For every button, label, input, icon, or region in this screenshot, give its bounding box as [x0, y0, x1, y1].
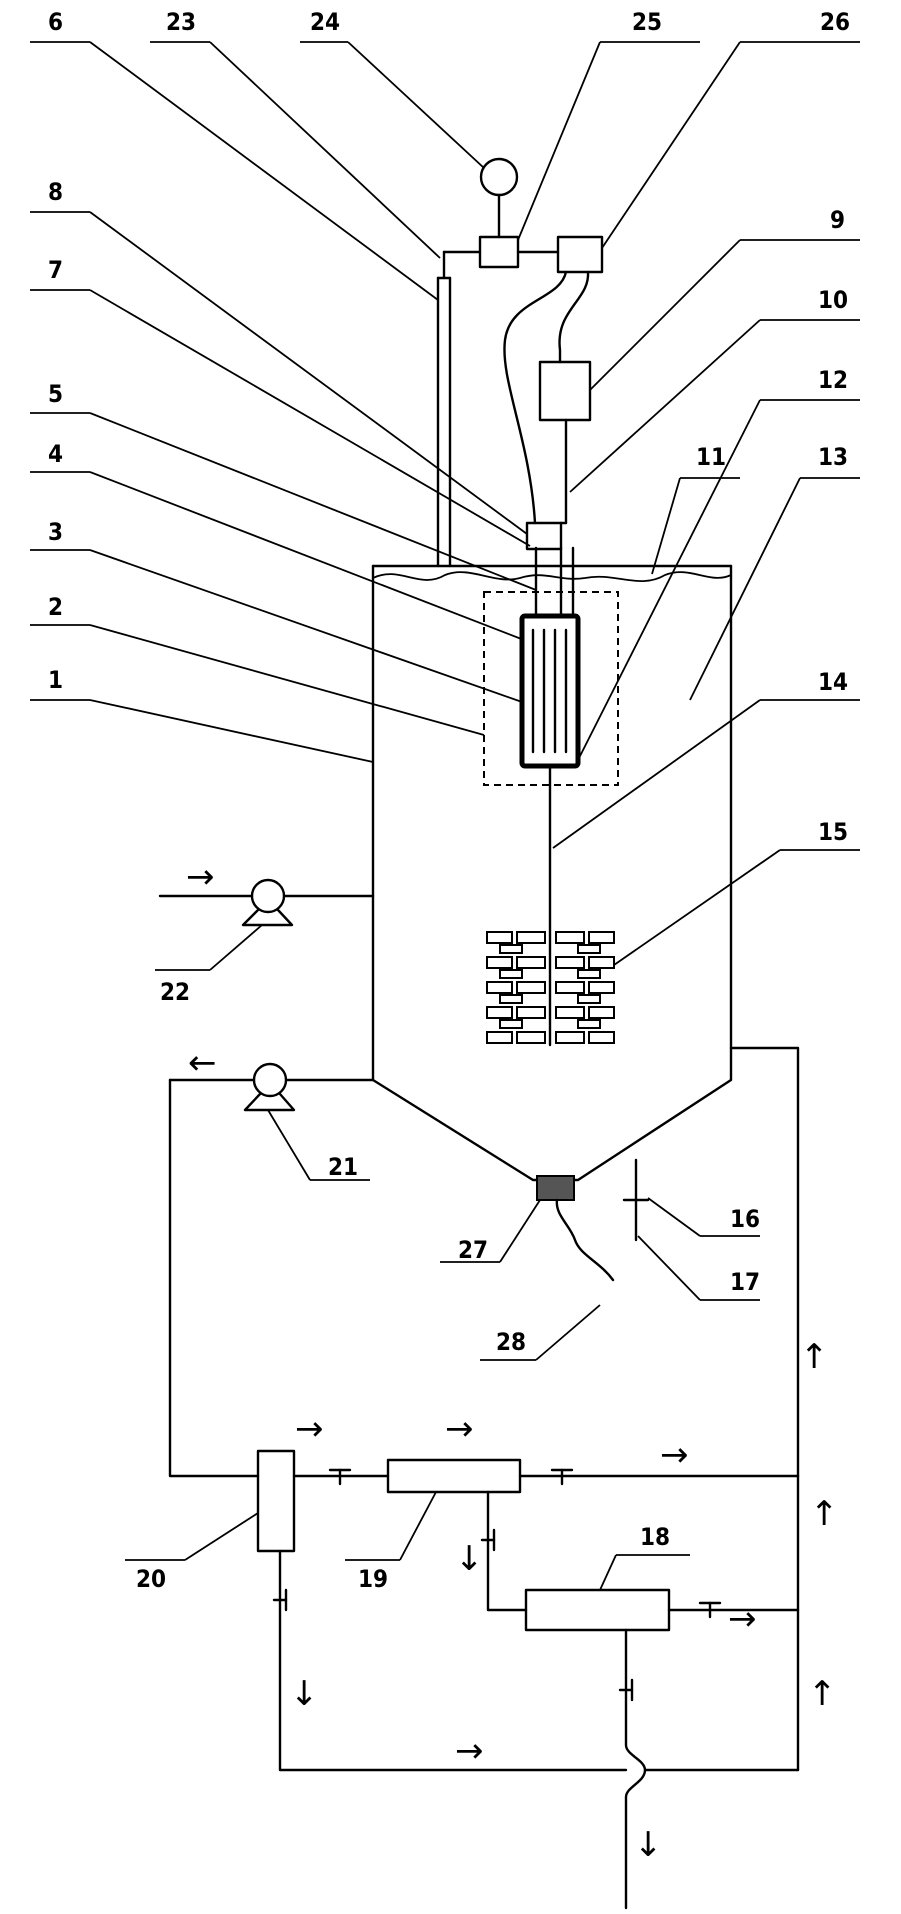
label-12: 12	[818, 366, 848, 394]
reactor-vessel	[371, 564, 733, 1182]
level-tube	[436, 250, 482, 568]
box-26	[556, 235, 604, 274]
label-22: 22	[160, 978, 190, 1006]
label-21: 21	[328, 1153, 358, 1181]
label-15: 15	[818, 818, 848, 846]
label-26: 26	[820, 8, 850, 36]
bottom-return-pipe	[278, 1549, 628, 1772]
small-box-8	[525, 521, 563, 551]
box-25	[478, 235, 520, 269]
bottom-filter-27	[536, 1175, 575, 1201]
arrow-into-19: →	[445, 1409, 474, 1449]
label-9: 9	[830, 206, 845, 234]
arrow-up-2: ↑	[810, 1494, 839, 1534]
arrow-down-19: ↓	[455, 1539, 484, 1579]
recirculation-pump-21	[168, 1062, 375, 1112]
label-28: 28	[496, 1328, 526, 1356]
dashed-module-box	[483, 591, 619, 786]
arrow-feed-in: →	[186, 857, 215, 897]
box-9	[538, 360, 592, 422]
label-1: 1	[48, 666, 63, 694]
label-25: 25	[632, 8, 662, 36]
return-riser	[729, 1046, 800, 1478]
membrane-module	[519, 613, 581, 769]
loop-left-pipe	[168, 1078, 260, 1478]
label-24: 24	[310, 8, 340, 36]
label-20: 20	[136, 1565, 166, 1593]
liquid-surface	[372, 571, 732, 583]
feed-pump-22	[158, 878, 375, 927]
label-13: 13	[818, 443, 848, 471]
arrow-up-3: ↑	[808, 1674, 837, 1714]
pipe-19-18	[486, 1490, 528, 1612]
label-2: 2	[48, 593, 63, 621]
unit-20	[256, 1449, 296, 1553]
label-8: 8	[48, 178, 63, 206]
label-14: 14	[818, 668, 848, 696]
number-labels: 6 23 24 25 26 8 9 7 10 5 12 4 11 13 3 2 …	[48, 8, 850, 1593]
unit-19	[386, 1458, 522, 1494]
label-6: 6	[48, 8, 63, 36]
discharge-pipe	[624, 1628, 647, 1910]
label-23: 23	[166, 8, 196, 36]
label-16: 16	[730, 1205, 760, 1233]
label-5: 5	[48, 380, 63, 408]
flow-arrows: → ← ↑ → → → ↑ ↓ → ↑ ↓ → ↓	[186, 857, 839, 1865]
label-7: 7	[48, 256, 63, 284]
arrow-into-20: →	[295, 1409, 324, 1449]
label-19: 19	[358, 1565, 388, 1593]
arrow-18-out: →	[728, 1599, 757, 1639]
label-27: 27	[458, 1236, 488, 1264]
arrow-19-out: →	[660, 1435, 689, 1475]
arrow-bottom-right: →	[455, 1731, 484, 1771]
arrow-up-1: ↑	[800, 1337, 829, 1377]
unit-18	[524, 1588, 671, 1632]
label-10: 10	[818, 286, 848, 314]
stirrer-blades	[486, 931, 615, 1044]
label-17: 17	[730, 1268, 760, 1296]
label-18: 18	[640, 1523, 670, 1551]
cable-28	[555, 1198, 615, 1282]
arrow-recirc-out: ←	[188, 1043, 217, 1083]
pressure-gauge	[479, 157, 519, 197]
label-3: 3	[48, 518, 63, 546]
arrow-discharge: ↓	[634, 1825, 663, 1865]
label-11: 11	[696, 443, 726, 471]
label-4: 4	[48, 440, 63, 468]
leader-lines	[30, 41, 860, 1591]
arrow-down-20: ↓	[290, 1674, 319, 1714]
signal-wire-1	[503, 270, 568, 525]
signal-wire-2	[558, 270, 590, 364]
